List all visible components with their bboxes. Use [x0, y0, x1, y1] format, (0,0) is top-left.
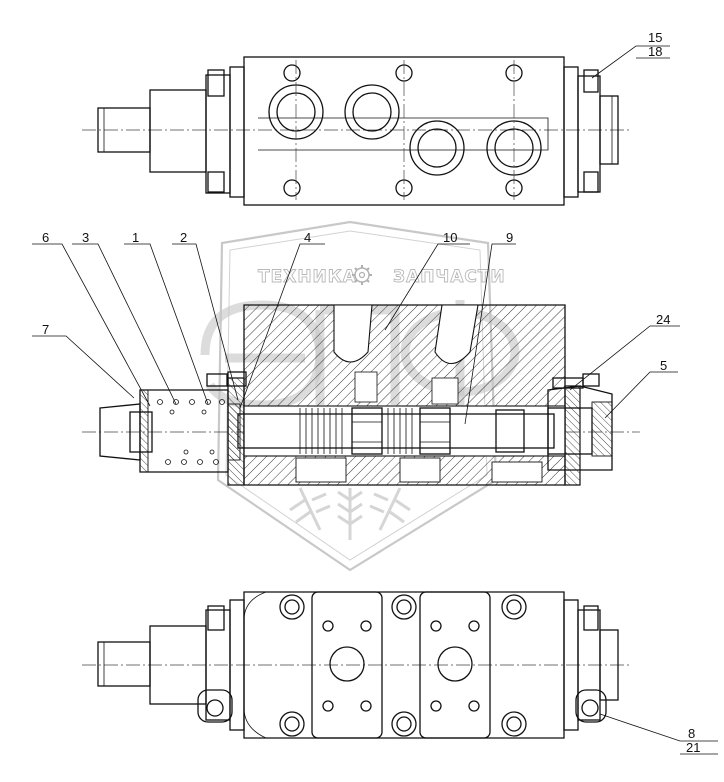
callout-7: 7 — [42, 322, 49, 337]
gear-icon — [352, 265, 372, 285]
callout-3: 3 — [82, 230, 89, 245]
watermark-right-text: ЗАПЧАСТИ — [393, 267, 506, 287]
callout-2: 2 — [180, 230, 187, 245]
callout-labels: 6 3 1 2 4 10 9 7 24 5 15 18 8 21 — [42, 30, 700, 755]
leader-lines — [32, 45, 718, 755]
watermark-left-text: ТЕХНИКА — [258, 267, 357, 287]
spring — [157, 399, 225, 465]
top-view — [82, 56, 630, 206]
top-view-bolt-holes — [283, 64, 523, 197]
callout-4: 4 — [304, 230, 311, 245]
callout-18: 18 — [648, 44, 662, 59]
bottom-view — [82, 591, 630, 739]
callout-21: 21 — [686, 740, 700, 755]
callout-5: 5 — [660, 358, 667, 373]
section-view — [82, 304, 640, 486]
callout-24: 24 — [656, 312, 670, 327]
callout-6: 6 — [42, 230, 49, 245]
callout-10: 10 — [443, 230, 457, 245]
callout-15: 15 — [648, 30, 662, 45]
callout-1: 1 — [132, 230, 139, 245]
callout-8: 8 — [688, 726, 695, 741]
bottom-view-bolt-holes — [279, 594, 527, 737]
callout-9: 9 — [506, 230, 513, 245]
